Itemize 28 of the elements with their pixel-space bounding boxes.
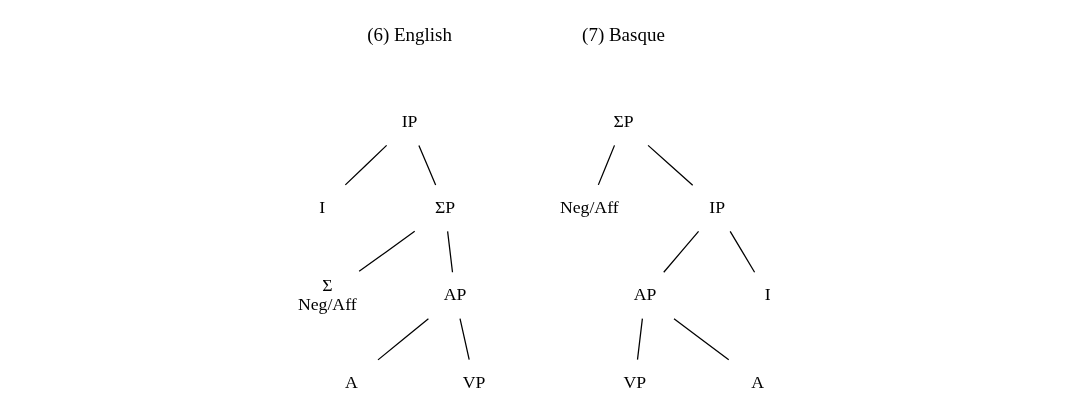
node-text: Neg/Aff bbox=[559, 196, 619, 217]
node-text: IP bbox=[709, 196, 726, 217]
connector bbox=[358, 230, 416, 272]
connector bbox=[636, 318, 643, 361]
node-text: ΣP bbox=[613, 110, 634, 131]
node-text: Σ Neg/Aff bbox=[297, 274, 357, 314]
node-text: I bbox=[319, 196, 326, 217]
node-text: A bbox=[344, 371, 358, 392]
node-text: AP bbox=[443, 284, 467, 305]
connector bbox=[673, 318, 730, 361]
label: (7) Basque bbox=[582, 23, 665, 45]
connector bbox=[447, 230, 454, 273]
node-text: VP bbox=[462, 371, 486, 392]
connector bbox=[418, 144, 437, 186]
node-text: I bbox=[764, 284, 771, 305]
label: (6) English bbox=[367, 23, 452, 45]
node-text: ΣP bbox=[434, 196, 456, 217]
node-text: IP bbox=[401, 110, 418, 131]
connector bbox=[647, 144, 694, 186]
node-text: A bbox=[751, 371, 765, 392]
connector bbox=[729, 230, 756, 273]
connector bbox=[344, 144, 388, 186]
connector bbox=[377, 318, 430, 361]
node-text: AP bbox=[633, 284, 657, 305]
node-text: VP bbox=[623, 371, 647, 392]
connector bbox=[597, 144, 616, 186]
connector bbox=[459, 318, 470, 361]
connector bbox=[663, 230, 700, 273]
